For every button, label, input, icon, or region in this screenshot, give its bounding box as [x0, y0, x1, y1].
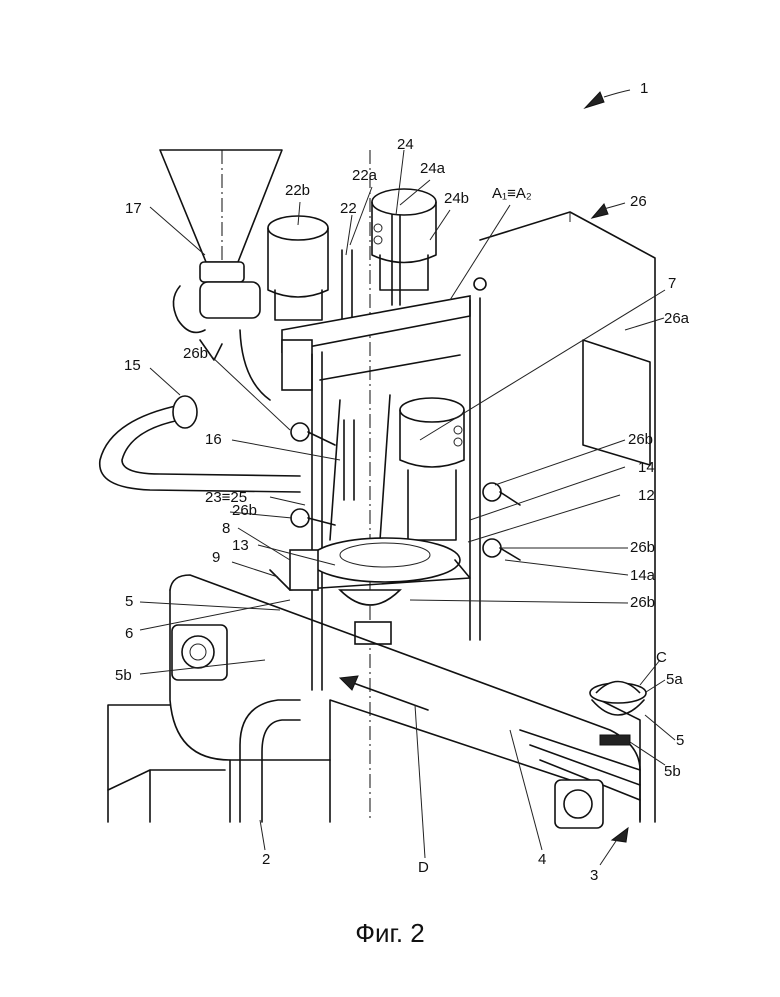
- label-14: 14: [638, 459, 655, 476]
- arrow-1-icon: [585, 92, 604, 108]
- frame-housing: [480, 212, 655, 822]
- label-26b-2: 26b: [628, 431, 653, 448]
- hopper: [160, 150, 282, 360]
- label-17: 17: [125, 200, 142, 217]
- label-4: 4: [538, 851, 546, 868]
- label-24b: 24b: [444, 190, 469, 207]
- base-boxes: [108, 705, 225, 822]
- label-d: D: [418, 859, 429, 876]
- motor-22b: [268, 216, 328, 320]
- label-6: 6: [125, 625, 133, 642]
- label-26a: 26a: [664, 310, 690, 327]
- label-26b-5: 26b: [630, 594, 655, 611]
- label-9: 9: [212, 549, 220, 566]
- label-15: 15: [124, 357, 141, 374]
- dosing-turntable: [270, 538, 470, 644]
- label-26b-4: 26b: [630, 539, 655, 556]
- bearing-blocks: [172, 625, 603, 828]
- label-24a: 24a: [420, 160, 446, 177]
- arrow-3-icon: [612, 828, 628, 842]
- label-7: 7: [668, 275, 676, 292]
- label-c: C: [656, 649, 667, 666]
- label-26b-3: 26b: [232, 502, 257, 519]
- capsule-container: [590, 682, 646, 746]
- label-24: 24: [397, 136, 414, 153]
- motor-24a: [372, 189, 436, 290]
- label-5b-right: 5b: [664, 763, 681, 780]
- label-a1-a2: A₁≡A₂: [492, 185, 532, 202]
- label-16: 16: [205, 431, 222, 448]
- label-5-right: 5: [676, 732, 684, 749]
- label-14a: 14a: [630, 567, 656, 584]
- label-3: 3: [590, 867, 598, 884]
- label-5a: 5a: [666, 671, 683, 688]
- label-5b-left: 5b: [115, 667, 132, 684]
- label-22a: 22a: [352, 167, 378, 184]
- figure-caption: Фиг. 2: [0, 918, 780, 949]
- label-22: 22: [340, 200, 357, 217]
- direction-arrow-d: [340, 676, 428, 710]
- arrow-26-icon: [592, 204, 608, 218]
- label-26: 26: [630, 193, 647, 210]
- label-5-left: 5: [125, 593, 133, 610]
- label-1: 1: [640, 80, 648, 97]
- label-12: 12: [638, 487, 655, 504]
- label-13: 13: [232, 537, 249, 554]
- rod-24: [392, 215, 400, 305]
- label-2: 2: [262, 851, 270, 868]
- label-26b-1: 26b: [183, 345, 208, 362]
- label-8: 8: [222, 520, 230, 537]
- pipe-2: [240, 700, 300, 822]
- label-22b: 22b: [285, 182, 310, 199]
